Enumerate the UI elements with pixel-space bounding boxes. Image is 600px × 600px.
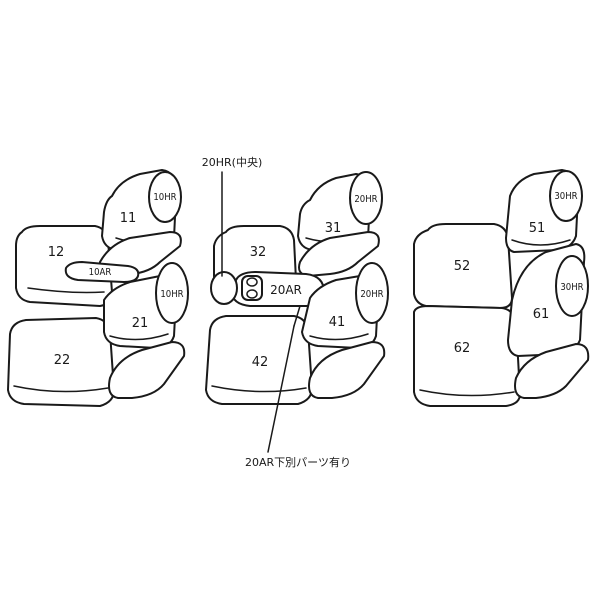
center-headrest-shape: [210, 271, 238, 305]
seat-61-bolster: [514, 343, 590, 399]
seat-42-seam: [211, 385, 307, 393]
label-armrest-20ar: 20AR: [270, 283, 302, 297]
label-seat-51: 51: [529, 221, 546, 236]
callout-center-headrest: 20HR(中央): [202, 156, 263, 169]
seat-51-seam: [511, 239, 571, 246]
seat-41-seam: [309, 333, 369, 341]
label-seat-32: 32: [250, 245, 267, 260]
headrest-30hr-top-shape: [549, 170, 583, 222]
label-seat-21: 21: [132, 316, 149, 331]
seat-21-seam: [109, 333, 169, 341]
label-armrest-10ar: 10AR: [89, 267, 112, 278]
seat-62-shape: [413, 305, 521, 407]
label-headrest-30hr-bottom: 30HR: [560, 282, 583, 293]
label-seat-22: 22: [54, 353, 71, 368]
label-seat-41: 41: [329, 315, 346, 330]
label-seat-42: 42: [252, 355, 269, 370]
seat-21-bolster: [108, 341, 186, 399]
cupholder-top: [246, 277, 258, 287]
seat-12-seam: [27, 287, 105, 294]
cupholder-bottom: [246, 289, 258, 299]
label-seat-52: 52: [454, 259, 471, 274]
headrest-10hr-bottom-shape: [155, 262, 189, 324]
seat-group-2: [205, 171, 389, 453]
label-headrest-20hr-bottom: 20HR: [360, 289, 383, 300]
label-seat-62: 62: [454, 341, 471, 356]
seat-group-1: [7, 169, 189, 407]
seat-41-bolster: [308, 341, 386, 399]
callout-armrest-note: 20AR下別パーツ有り: [245, 455, 351, 469]
label-seat-61: 61: [533, 307, 550, 322]
label-headrest-10hr-bottom: 10HR: [160, 289, 183, 300]
callout-line-armrest-tip: [293, 305, 301, 327]
label-headrest-20hr-top: 20HR: [354, 194, 377, 205]
armrest-10ar-shape: [64, 261, 140, 283]
headrest-20hr-bottom-shape: [355, 262, 389, 324]
label-headrest-30hr-top: 30HR: [554, 191, 577, 202]
label-headrest-10hr-top: 10HR: [153, 192, 176, 203]
headrest-20hr-top-shape: [349, 171, 383, 225]
label-seat-12: 12: [48, 245, 65, 260]
headrest-10hr-top-shape: [148, 171, 182, 223]
label-seat-11: 11: [120, 211, 137, 226]
seat-22-seam: [13, 385, 109, 393]
label-seat-31: 31: [325, 221, 342, 236]
seat-62-seam: [419, 389, 515, 397]
seat-52-shape: [413, 223, 513, 309]
seat-group-3: [413, 169, 590, 407]
cupholder-frame: [241, 275, 263, 301]
callout-line-armrest-note: [267, 325, 295, 453]
headrest-30hr-bottom-shape: [555, 255, 589, 317]
